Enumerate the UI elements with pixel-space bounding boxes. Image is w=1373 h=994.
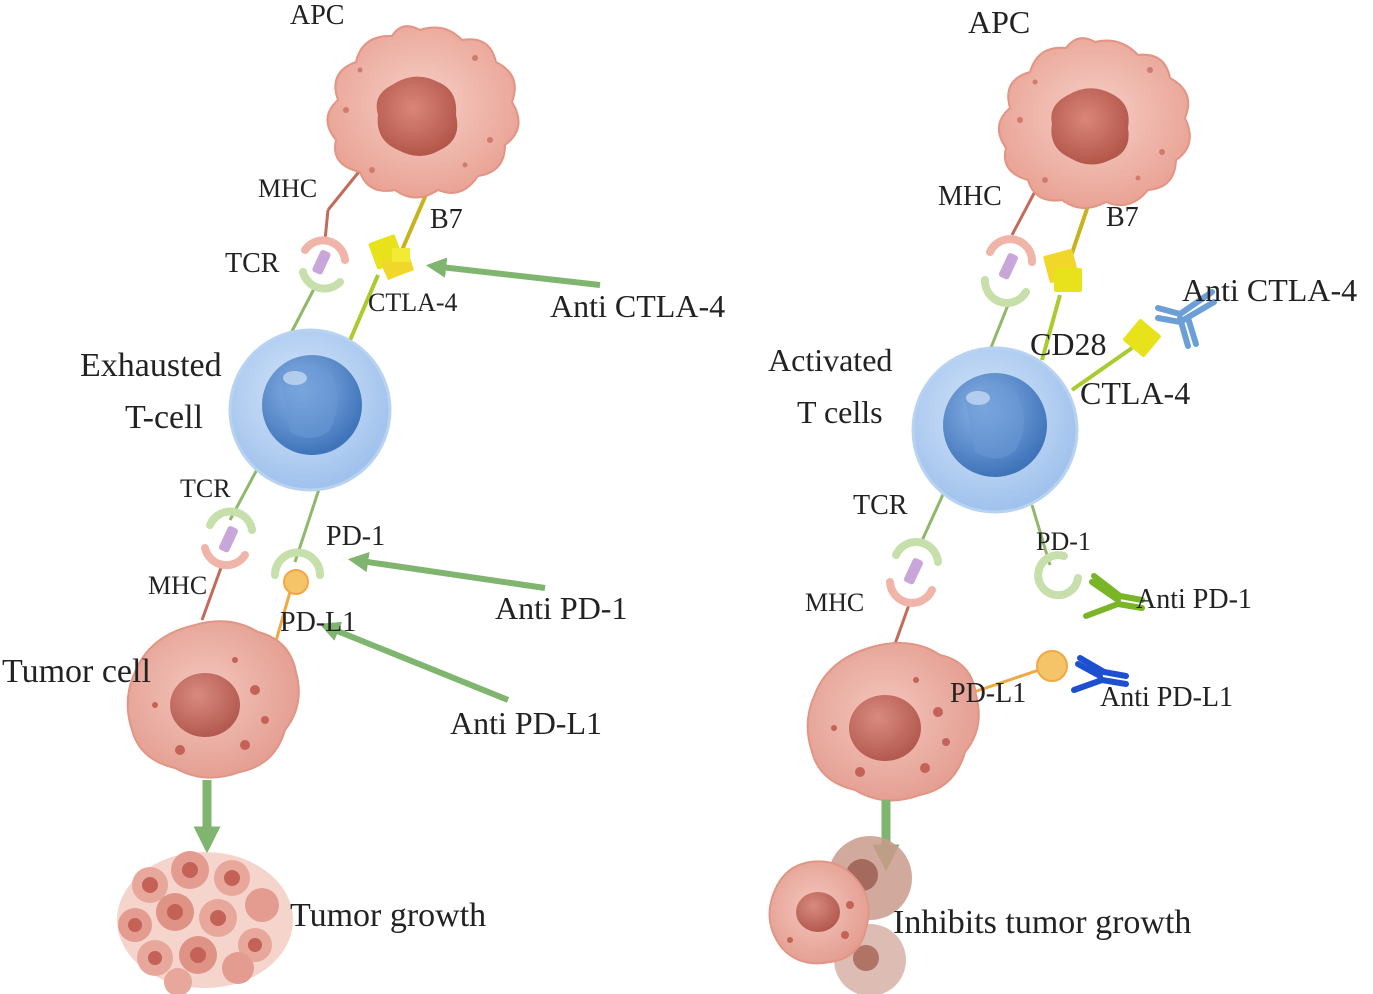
left-pd1-pdl1-complex: [271, 548, 324, 595]
right-tcell-label-line2: T cells: [797, 394, 883, 430]
right-anti-ctla4-label: Anti CTLA-4: [1182, 272, 1358, 308]
right-tcr-stalk-top: [988, 299, 1012, 351]
right-apc-cell: [998, 37, 1191, 209]
left-tcr-top-label: TCR: [225, 248, 280, 279]
right-anti-pdl1-antibody: [1071, 655, 1129, 693]
left-tumor-mass: [117, 851, 293, 994]
left-anti-pd1-label: Anti PD-1: [495, 590, 628, 626]
left-pdl1-label: PD-L1: [280, 607, 357, 638]
right-anti-pd1-antibody: [1083, 573, 1145, 619]
right-anti-pdl1-label: Anti PD-L1: [1100, 682, 1233, 713]
right-apc-label: APC: [968, 4, 1031, 40]
left-b7-stalk: [400, 189, 430, 251]
right-b7-label: B7: [1106, 202, 1139, 233]
right-t-cell: [911, 346, 1079, 514]
left-pd1-stalk: [293, 479, 324, 563]
left-tcr-bottom-label: TCR: [180, 474, 231, 503]
left-tcr-receptor-top: [299, 236, 349, 293]
right-tcell-label-line1: Activated: [768, 342, 893, 378]
left-anti-pd1-arrow: [347, 551, 546, 591]
left-anti-ctla4-label: Anti CTLA-4: [550, 288, 726, 324]
left-apc-label: APC: [290, 0, 345, 31]
right-ctla4-stalk: [1070, 346, 1134, 392]
right-cd28-label: CD28: [1030, 326, 1107, 362]
right-ctla4-label: CTLA-4: [1080, 375, 1191, 411]
left-mhc-stalk-bottom: [200, 564, 224, 621]
right-pd1-receptor: [1034, 551, 1082, 600]
left-tcr-receptor-bottom: [201, 507, 256, 570]
left-anti-pdl1-arrow: [319, 621, 510, 703]
right-pdl1-label: PD-L1: [950, 678, 1027, 709]
left-outcome-label: Tumor growth: [290, 897, 487, 934]
right-ctla4-receptor: [1123, 319, 1161, 357]
left-b7-ctla4-complex: [368, 234, 414, 280]
left-tcell-label-line1: Exhausted: [80, 347, 222, 384]
right-dying-tumor-cells: [768, 836, 912, 994]
left-apc-cell: [326, 25, 520, 199]
left-mhc-bottom-label: MHC: [148, 571, 208, 600]
left-tumor-cell-label: Tumor cell: [2, 653, 151, 690]
right-tcr-receptor-top: [981, 235, 1036, 307]
left-ctla4-stalk: [346, 274, 380, 346]
left-mhc-stalk-line: [323, 209, 330, 241]
left-anti-ctla4-arrow: [425, 257, 601, 288]
right-mhc-bottom-label: MHC: [805, 588, 865, 617]
left-tcr-stalk-top: [288, 284, 318, 336]
left-ctla4-label: CTLA-4: [368, 288, 458, 317]
left-mhc-top-label: MHC: [258, 174, 318, 203]
right-tumor-cell: [806, 642, 980, 802]
right-tcr-receptor-bottom: [886, 538, 942, 607]
right-pd1-label: PD-1: [1036, 527, 1091, 556]
left-anti-pdl1-label: Anti PD-L1: [450, 705, 602, 741]
right-anti-pd1-label: Anti PD-1: [1136, 584, 1252, 615]
right-anti-ctla4-antibody: [1155, 289, 1217, 349]
left-t-cell: [228, 328, 392, 492]
right-pdl1-ligand: [1036, 650, 1068, 682]
right-tcr-label: TCR: [853, 490, 908, 521]
right-cd28-stalk: [1040, 294, 1062, 361]
right-outcome-label: Inhibits tumor growth: [893, 904, 1192, 941]
left-mhc-stalk-top: [326, 167, 364, 211]
left-tcell-label-line2: T-cell: [125, 399, 204, 436]
left-pd1-label: PD-1: [326, 521, 386, 552]
left-tumor-cell: [126, 620, 300, 779]
right-b7-cd28-complex: [1043, 249, 1082, 292]
left-b7-label: B7: [430, 204, 463, 235]
right-mhc-top-label: MHC: [938, 181, 1002, 212]
right-tcr-stalk-bottom: [918, 489, 947, 546]
